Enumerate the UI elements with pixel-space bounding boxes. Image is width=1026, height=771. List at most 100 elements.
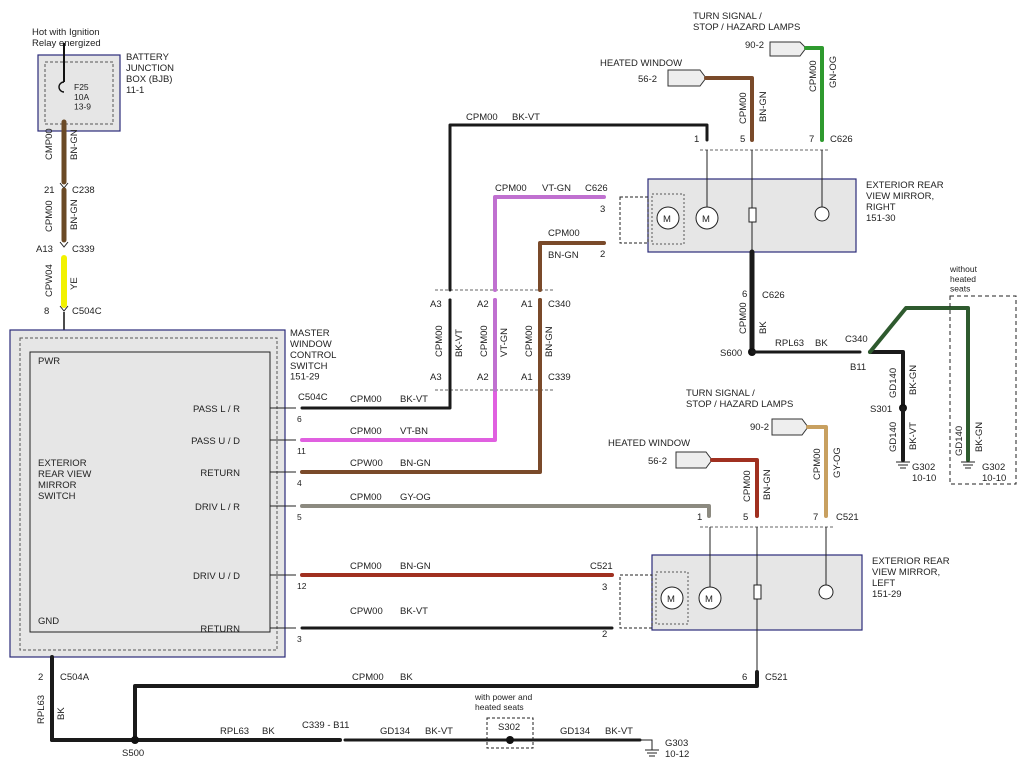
lm-turn-circuit: CPM00 xyxy=(812,448,823,480)
lm-heated-circuit: CPM00 xyxy=(742,470,753,502)
w-drivud-label: CPM00 xyxy=(350,561,382,572)
g302-a-ground-icon xyxy=(896,461,910,469)
rm-heated-circuit: CPM00 xyxy=(738,92,749,124)
gd140-c: GD140 xyxy=(954,426,965,456)
lm-heated-ref: 56-2 xyxy=(648,456,667,467)
rm-top-color: BK-VT xyxy=(512,112,540,123)
lm-connector-dashed xyxy=(619,574,653,629)
bk-color: BK xyxy=(400,672,413,683)
rm-turn-color: GN-OG xyxy=(828,56,839,88)
s301-label: S301 xyxy=(870,404,892,415)
switch-pin-label: RETURN xyxy=(200,468,240,479)
wire-rm-bngn xyxy=(538,241,606,292)
c340-pin-a1: A1 xyxy=(521,299,533,310)
c339-pin-a3: A3 xyxy=(430,372,442,383)
lm-c521-top: C521 xyxy=(836,512,859,523)
g302-b-ground-icon xyxy=(961,461,975,469)
rm-bottom-color: BK xyxy=(758,321,769,334)
wire-return-1 xyxy=(300,298,542,474)
c339-pin-a2: A2 xyxy=(477,372,489,383)
gd140-b-color: BK-VT xyxy=(908,422,919,450)
pwr-label: PWR xyxy=(38,356,60,367)
switch-pin-number: 11 xyxy=(297,446,306,456)
switch-pin-label: PASS L / R xyxy=(193,404,240,415)
without-heated-dashed xyxy=(949,295,1017,485)
wire-lm-heated xyxy=(710,458,759,518)
c504c-label: C504C xyxy=(72,306,102,317)
rm-vt-color: VT-GN xyxy=(542,183,571,194)
gd134b-color: BK-VT xyxy=(605,726,633,737)
rm-heater-icon xyxy=(748,207,757,223)
lm-pin2: 2 xyxy=(602,629,607,640)
rm-pin7: 7 xyxy=(809,134,814,145)
rm-heated-color: BN-GN xyxy=(758,91,769,122)
rm-turn-arrow-icon xyxy=(769,41,807,57)
wire-rm-gnog xyxy=(804,46,824,142)
lm-pin1: 1 xyxy=(697,512,702,523)
w-passlr-label: CPM00 xyxy=(350,394,382,405)
rm-c626-top: C626 xyxy=(830,134,853,145)
lm-bottom-pin: 6 xyxy=(742,672,747,683)
lm-heated-label: HEATED WINDOW xyxy=(608,438,690,449)
s500-label: S500 xyxy=(122,748,144,759)
master-switch-dashed xyxy=(19,337,278,651)
g303-ground-icon xyxy=(640,739,659,757)
wire-rm-heated xyxy=(704,76,754,142)
rm-b11: B11 xyxy=(850,362,866,373)
c504c-switch-connector: C504C xyxy=(298,392,328,403)
w-passud-label: CPM00 xyxy=(350,426,382,437)
rm-motor-2-label: M xyxy=(702,214,710,225)
s600-label: S600 xyxy=(720,348,742,359)
c340-w2-color: VT-GN xyxy=(499,328,510,357)
lm-bottom-connector: C521 xyxy=(765,672,788,683)
lm-heated-color: BN-GN xyxy=(762,469,773,500)
rm-heated-arrow-icon xyxy=(667,69,707,87)
lm-lamp-icon xyxy=(818,584,834,600)
gd140-c-color: BK-GN xyxy=(974,422,985,452)
rm-motor-frame xyxy=(651,193,685,245)
rm-bn-circuit: CPM00 xyxy=(548,228,580,239)
lm-c521-right: C521 xyxy=(590,561,613,572)
w-ret2-label: CPW00 xyxy=(350,606,383,617)
switch-pin-label: DRIV U / D xyxy=(193,571,240,582)
lm-motor-frame xyxy=(655,571,689,625)
wire-rm-bkvt-top xyxy=(448,123,709,292)
c340-w3-circuit: CPM00 xyxy=(524,325,535,357)
wire1-circuit: CMP00 xyxy=(44,128,55,160)
rm-vt-pin: 3 xyxy=(600,204,605,215)
switch-pin-label: PASS U / D xyxy=(191,436,240,447)
rm-motor-1-icon xyxy=(656,206,680,230)
rm-heated-ref: 56-2 xyxy=(638,74,657,85)
c339-pin-a1: A1 xyxy=(521,372,533,383)
s302-label: S302 xyxy=(498,722,520,733)
wire-gd140-a xyxy=(868,350,905,410)
w-drivud-color: BN-GN xyxy=(400,561,431,572)
rm-connector-dashed xyxy=(619,196,649,244)
rm-motor-1-label: M xyxy=(663,214,671,225)
switch-pin-number: 12 xyxy=(297,581,307,591)
wire-pass-ud xyxy=(300,298,497,442)
bottom-rpl-circuit: RPL63 xyxy=(36,695,47,724)
rm-heated-label: HEATED WINDOW xyxy=(600,58,682,69)
lm-turn-label: TURN SIGNAL /STOP / HAZARD LAMPS xyxy=(686,388,793,410)
gd134b: GD134 xyxy=(560,726,590,737)
lm-motor-1-icon xyxy=(660,586,684,610)
c238-label: C238 xyxy=(72,185,95,196)
rm-lamp-icon xyxy=(814,206,830,222)
c339-label: C339 xyxy=(72,244,95,255)
wire1-color: BN-GN xyxy=(69,129,80,160)
c340-pin-a3: A3 xyxy=(430,299,442,310)
wire-gd140-c xyxy=(868,306,970,462)
gnd-label: GND xyxy=(38,616,59,627)
rm-turn-ref: 90-2 xyxy=(745,40,764,51)
rpl2-circuit: RPL63 xyxy=(220,726,249,737)
s302-dashed xyxy=(486,717,534,749)
gd140-a: GD140 xyxy=(888,368,899,398)
